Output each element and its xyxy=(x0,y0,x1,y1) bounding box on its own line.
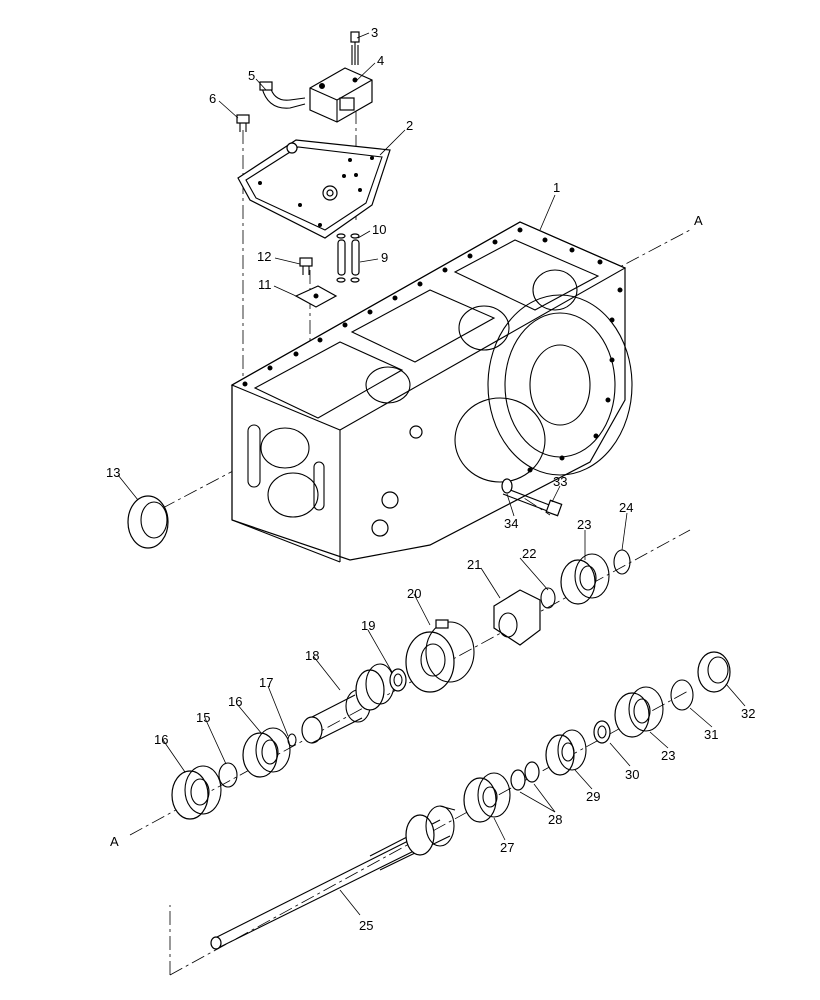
bolt-part-6 xyxy=(236,114,250,132)
bracket-part-11 xyxy=(294,285,338,308)
callout-32: 32 xyxy=(741,706,755,721)
housing-part-1 xyxy=(230,221,633,563)
axis-label-A-lower: A xyxy=(110,834,119,849)
callout-15: 15 xyxy=(196,710,210,725)
callout-4: 4 xyxy=(377,53,384,68)
washer-part-30 xyxy=(593,720,611,744)
washer-part-34 xyxy=(501,478,513,494)
bearing-part-23-upper xyxy=(560,553,610,605)
callout-21: 21 xyxy=(467,557,481,572)
callout-19: 19 xyxy=(361,618,375,633)
callout-16-left: 16 xyxy=(154,732,168,747)
snap-ring-part-31 xyxy=(670,679,694,711)
fork-bracket-part-21 xyxy=(493,589,541,646)
bolt-part-33 xyxy=(502,487,563,517)
snap-ring-part-15 xyxy=(218,762,238,788)
callout-17: 17 xyxy=(259,675,273,690)
seal-part-32 xyxy=(697,651,731,693)
bolt-part-12 xyxy=(299,257,313,275)
ring-part-19 xyxy=(389,668,407,692)
callout-9: 9 xyxy=(381,250,388,265)
bearing-part-16-left xyxy=(171,765,222,820)
pins-part-9-10 xyxy=(336,233,360,283)
callout-1: 1 xyxy=(553,180,560,195)
callout-30: 30 xyxy=(625,767,639,782)
bearing-part-16-right xyxy=(242,727,291,778)
leader-lines xyxy=(117,32,746,916)
callout-23-upper: 23 xyxy=(577,517,591,532)
callout-labels: 3 4 5 6 2 1 10 9 12 11 13 33 34 23 24 22… xyxy=(106,25,755,933)
callout-16-right: 16 xyxy=(228,694,242,709)
callout-29: 29 xyxy=(586,789,600,804)
axis-label-A-upper: A xyxy=(694,213,703,228)
callout-25: 25 xyxy=(359,918,373,933)
callout-18: 18 xyxy=(305,648,319,663)
callout-22: 22 xyxy=(522,546,536,561)
snap-ring-part-24 xyxy=(613,549,631,575)
callout-31: 31 xyxy=(704,727,718,742)
input-shaft-part-25 xyxy=(210,805,456,950)
callout-24: 24 xyxy=(619,500,633,515)
needle-bearings-part-28 xyxy=(510,761,540,791)
valve-block-part-4 xyxy=(309,67,373,123)
snap-ring-part-22 xyxy=(540,587,556,609)
callout-20: 20 xyxy=(407,586,421,601)
cover-plate-part-2 xyxy=(237,139,391,239)
callout-10: 10 xyxy=(372,222,386,237)
callout-3: 3 xyxy=(371,25,378,40)
elbow-fitting-part-5 xyxy=(259,81,306,109)
callout-27: 27 xyxy=(500,840,514,855)
gear-part-29 xyxy=(545,729,587,776)
callout-2: 2 xyxy=(406,118,413,133)
ring-part-17 xyxy=(287,733,297,747)
callout-33: 33 xyxy=(553,474,567,489)
bolt-part-3 xyxy=(350,31,360,65)
clutch-hub-part-20 xyxy=(405,619,475,693)
callout-13: 13 xyxy=(106,465,120,480)
shaft-part-18 xyxy=(301,663,395,744)
callout-11: 11 xyxy=(258,277,272,292)
callout-28: 28 xyxy=(548,812,562,827)
bearing-part-23-lower xyxy=(614,686,664,738)
callout-23-lower: 23 xyxy=(661,748,675,763)
callout-12: 12 xyxy=(257,249,271,264)
callout-5: 5 xyxy=(248,68,255,83)
centerline-axis-A-lower xyxy=(129,529,691,836)
callout-6: 6 xyxy=(209,91,216,106)
seal-part-13 xyxy=(127,495,169,549)
callout-34: 34 xyxy=(504,516,518,531)
gear-part-27 xyxy=(463,772,511,823)
